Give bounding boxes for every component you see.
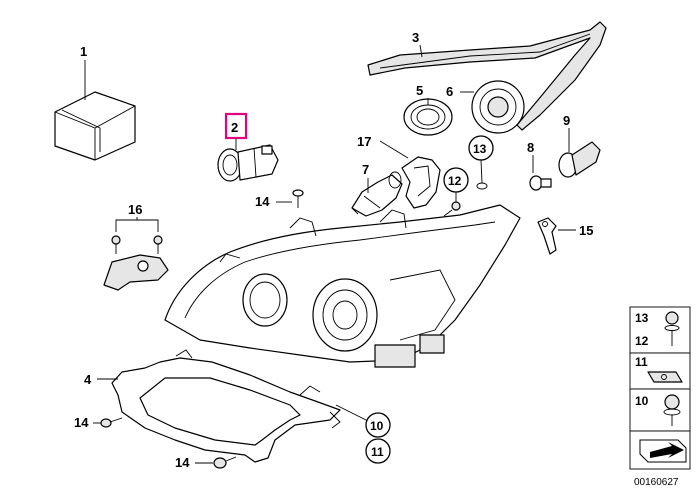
callout-14-top[interactable]: 14 <box>255 194 270 209</box>
callout-12[interactable]: 12 <box>448 174 462 188</box>
leader-line-10 <box>335 404 371 423</box>
part-13-washer[interactable] <box>476 182 488 190</box>
callout-2[interactable]: 2 <box>231 120 238 135</box>
callout-17[interactable]: 17 <box>357 134 371 149</box>
part-4-frame[interactable] <box>111 349 341 463</box>
part-14-screw-bottom[interactable] <box>213 456 237 469</box>
part-6-cover-cap[interactable] <box>471 80 525 134</box>
housing-lower-lugs <box>374 334 445 368</box>
callout-7[interactable]: 7 <box>362 162 369 177</box>
callout-14-bottom[interactable]: 14 <box>175 455 190 470</box>
callout-3[interactable]: 3 <box>412 30 419 45</box>
callout-4[interactable]: 4 <box>84 372 92 387</box>
callout-13[interactable]: 13 <box>473 142 487 156</box>
part-9-socket[interactable] <box>558 141 601 178</box>
legend-11[interactable]: 11 <box>635 355 648 369</box>
part-8-small-bulb[interactable] <box>529 175 552 191</box>
part-14-screw-left[interactable] <box>100 417 123 428</box>
part-17-bulb-holder[interactable] <box>401 156 441 209</box>
callout-15[interactable]: 15 <box>579 223 593 238</box>
callout-14-left[interactable]: 14 <box>74 415 89 430</box>
leader-line-3 <box>419 44 423 58</box>
part-16-screws[interactable] <box>111 235 163 254</box>
part-12-screw[interactable] <box>443 201 461 217</box>
part-3-seal[interactable] <box>367 21 607 131</box>
part-2-bulb-socket[interactable] <box>217 144 279 182</box>
part-16-bracket[interactable] <box>103 254 169 291</box>
callout-16[interactable]: 16 <box>128 202 142 217</box>
callout-10[interactable]: 10 <box>370 419 384 433</box>
leader-line-17 <box>379 140 409 159</box>
legend-12[interactable]: 12 <box>635 334 649 348</box>
callout-circle-11 <box>365 438 391 464</box>
legend-screw-washer <box>664 311 680 346</box>
leader-line-13 <box>480 159 483 184</box>
part-1-box[interactable] <box>54 91 136 161</box>
part-14-screw-top[interactable] <box>292 189 304 208</box>
headlight-housing[interactable] <box>164 204 521 363</box>
legend-arrow-icon <box>639 439 687 463</box>
callout-1[interactable]: 1 <box>80 44 87 59</box>
legend-screw <box>663 394 681 426</box>
diagram-id: 00160627 <box>634 477 679 488</box>
callout-5[interactable]: 5 <box>416 83 423 98</box>
leader-line-16 <box>115 219 159 232</box>
callout-11[interactable]: 11 <box>371 445 384 459</box>
callout-6[interactable]: 6 <box>446 84 453 99</box>
callout-8[interactable]: 8 <box>527 140 534 155</box>
legend-10[interactable]: 10 <box>635 394 649 408</box>
callout-9[interactable]: 9 <box>563 113 570 128</box>
part-15-clip[interactable] <box>537 217 557 255</box>
part-7-bulb[interactable] <box>351 171 403 217</box>
legend-13[interactable]: 13 <box>635 311 649 325</box>
legend-clip-nut <box>647 371 683 383</box>
callout-circle-10 <box>365 412 391 438</box>
